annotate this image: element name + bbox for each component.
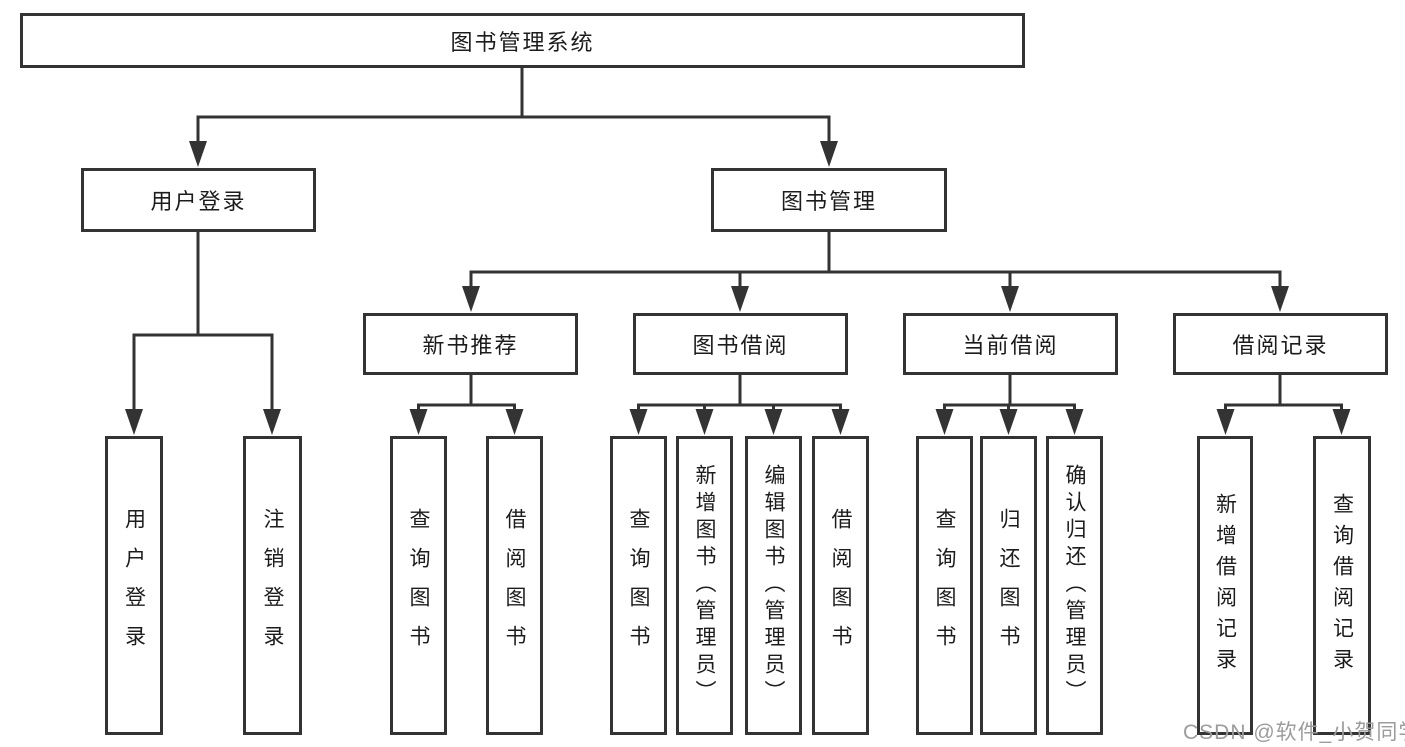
node-borrow-books: 借阅图书: [812, 436, 869, 735]
node-book-management: 图书管理: [711, 168, 947, 232]
node-book-borrowing: 图书借阅: [633, 313, 848, 375]
arrow-down-icon: [263, 409, 281, 435]
arrow-down-icon: [629, 409, 648, 435]
node-confirm-return-admin: 确认归还（管理员）: [1046, 436, 1103, 735]
arrow-down-icon: [1332, 409, 1351, 435]
node-logout-action: 注销登录: [243, 436, 302, 735]
arrow-down-icon: [999, 409, 1018, 435]
node-add-borrow-record: 新增借阅记录: [1197, 436, 1253, 735]
node-edit-book-admin: 编辑图书（管理员）: [745, 436, 802, 735]
watermark: CSDN @软件_小贺同学: [1183, 721, 1405, 744]
node-return-books: 归还图书: [980, 436, 1037, 735]
arrow-down-icon: [462, 286, 480, 312]
node-library-management-system: 图书管理系统: [20, 13, 1025, 68]
arrow-down-icon: [125, 409, 143, 435]
node-borrowing-records: 借阅记录: [1173, 313, 1388, 375]
arrow-down-icon: [764, 409, 783, 435]
arrow-down-icon: [935, 409, 954, 435]
arrow-down-icon: [1271, 286, 1289, 312]
arrowhead-icons: [125, 141, 1351, 435]
node-user-login-action: 用户登录: [105, 436, 163, 735]
arrow-down-icon: [409, 409, 428, 435]
arrow-down-icon: [731, 286, 749, 312]
arrow-down-icon: [820, 141, 838, 167]
node-query-borrow-record: 查询借阅记录: [1313, 436, 1371, 735]
node-query-books-borrow: 查询图书: [610, 436, 667, 735]
node-add-book-admin: 新增图书（管理员）: [676, 436, 733, 735]
node-query-books-recommend: 查询图书: [390, 436, 447, 735]
arrow-down-icon: [1065, 409, 1084, 435]
arrow-down-icon: [505, 409, 524, 435]
tree-edges: [132, 68, 1343, 412]
arrow-down-icon: [1216, 409, 1235, 435]
arrow-down-icon: [695, 409, 714, 435]
node-borrow-books-recommend: 借阅图书: [486, 436, 543, 735]
node-current-borrowing: 当前借阅: [903, 313, 1118, 375]
arrow-down-icon: [189, 141, 207, 167]
node-new-book-recommendation: 新书推荐: [363, 313, 578, 375]
arrow-down-icon: [1001, 286, 1019, 312]
arrow-down-icon: [831, 409, 850, 435]
node-query-books-current: 查询图书: [916, 436, 973, 735]
node-user-login: 用户登录: [81, 168, 316, 232]
